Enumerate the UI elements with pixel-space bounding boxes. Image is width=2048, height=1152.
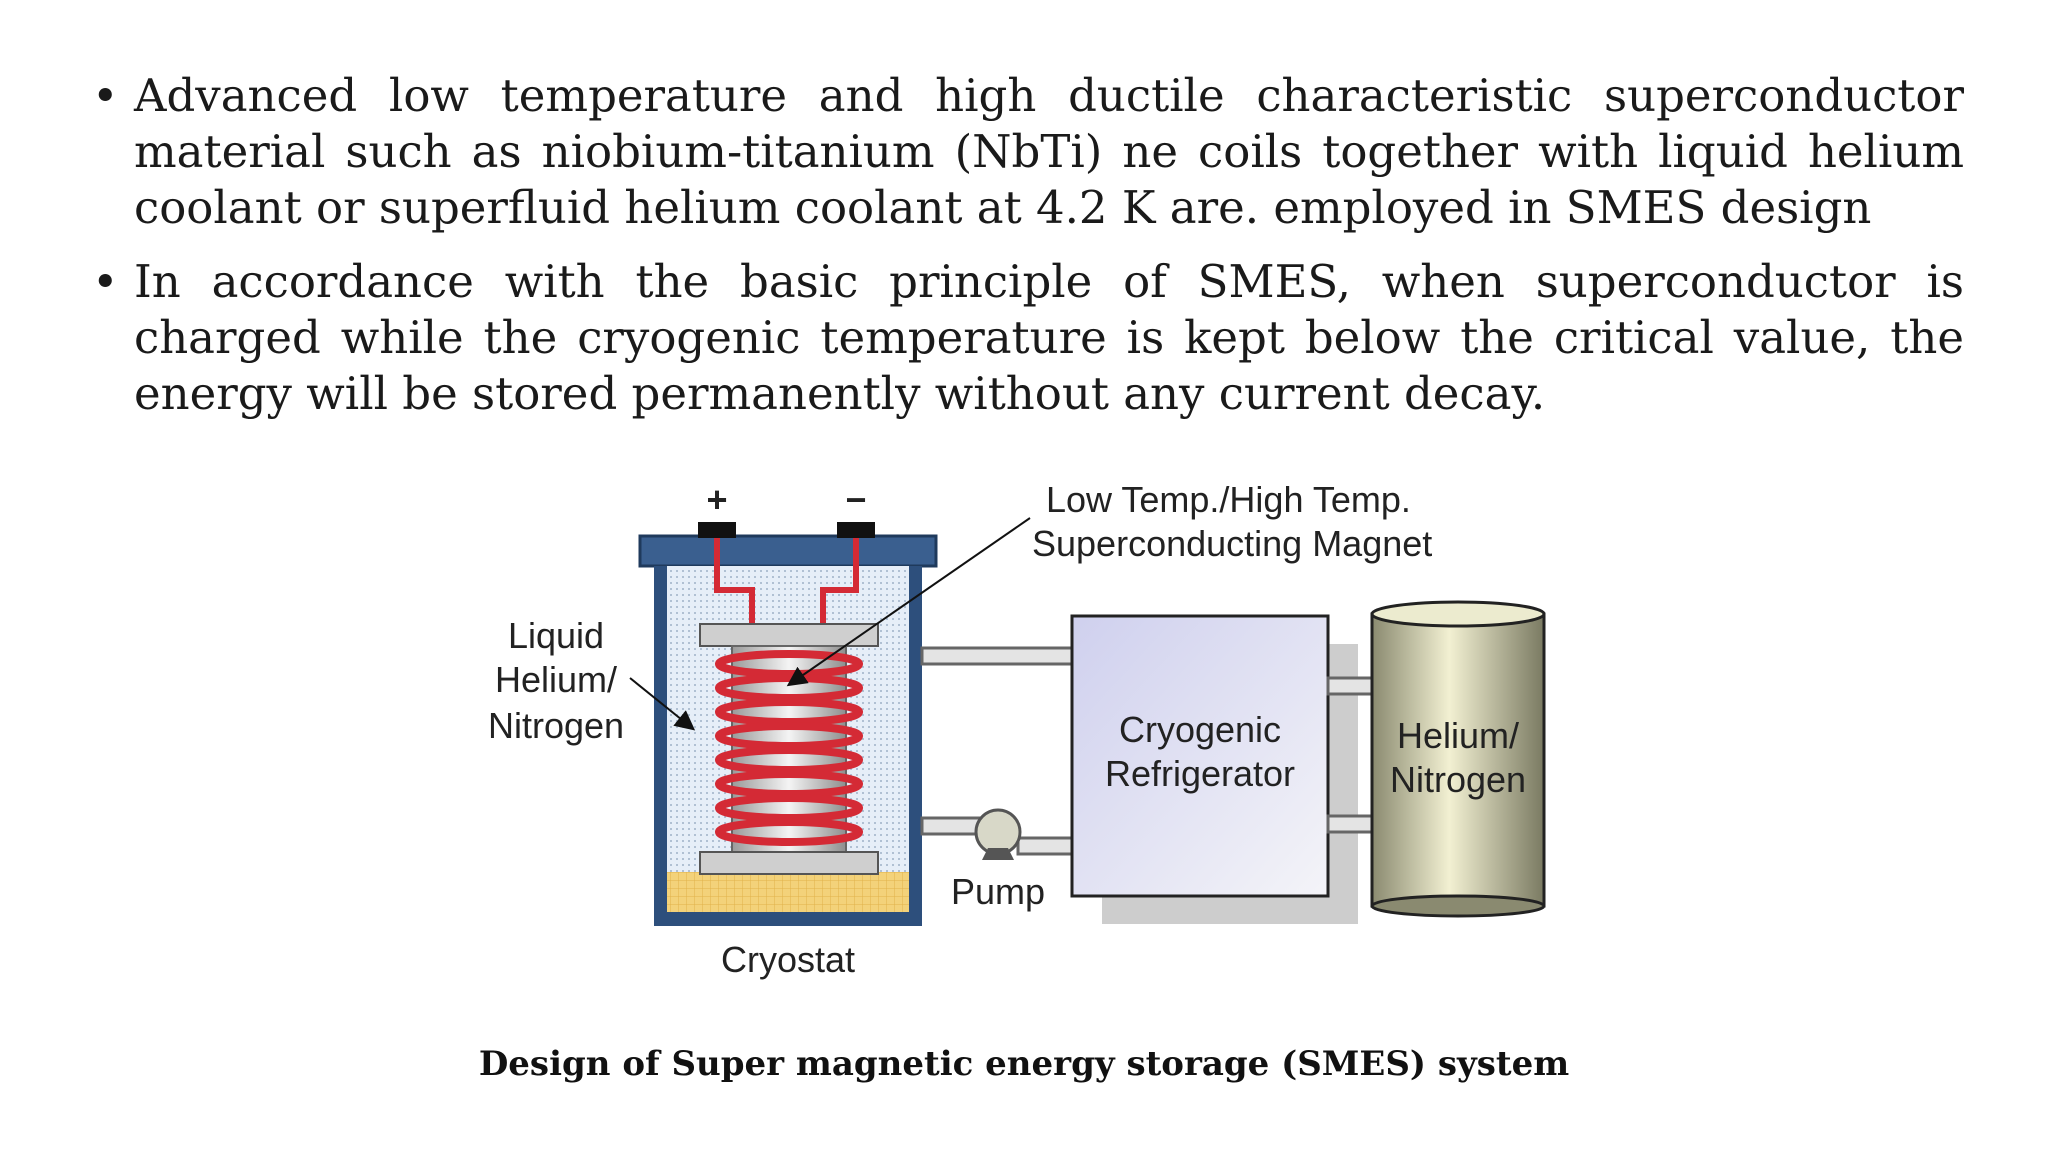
magnet-label-line2: Superconducting Magnet [1032, 523, 1432, 564]
liquid-pointer-line [629, 677, 696, 731]
cryostat-insulation [667, 872, 909, 912]
helium-tank-bottom [1370, 894, 1546, 918]
liquid-label-line2: Helium/ [495, 659, 617, 700]
magnet-label-line1: Low Temp./High Temp. [1046, 479, 1411, 520]
negative-terminal [837, 522, 875, 538]
smes-diagram: + − Pump [488, 479, 1546, 980]
tank-lower-pipe [1326, 814, 1376, 834]
refrigerator-label-line1: Cryogenic [1119, 709, 1281, 750]
positive-terminal [698, 522, 736, 538]
negative-lead [820, 538, 859, 624]
minus-sign: − [845, 479, 866, 520]
refrigerator-label-line2: Refrigerator [1105, 753, 1295, 794]
bullet-item: • In accordance with the basic principle… [92, 254, 1964, 422]
pump-base [982, 848, 1014, 860]
pump-label: Pump [951, 871, 1045, 912]
plus-sign: + [706, 479, 727, 520]
tank-upper-pipe [1326, 676, 1376, 696]
bullet-item: • Advanced low temperature and high duct… [92, 68, 1964, 236]
helium-tank-top [1370, 600, 1546, 628]
pump-body [974, 808, 1022, 856]
bullet-list: • Advanced low temperature and high duct… [92, 68, 1964, 440]
cryostat-label: Cryostat [721, 939, 855, 980]
bullet-marker: • [92, 69, 119, 122]
magnet-pointer-line [786, 517, 1031, 687]
tank-label-line1: Helium/ [1397, 715, 1519, 756]
tank-label-line2: Nitrogen [1390, 759, 1526, 800]
bullet-text: In accordance with the basic principle o… [134, 255, 1964, 420]
liquid-label-line1: Liquid [508, 615, 604, 656]
cryogenic-refrigerator [1070, 614, 1330, 898]
positive-lead [714, 538, 755, 624]
magnet-bottom-plate [699, 851, 879, 875]
bullet-marker: • [92, 255, 119, 308]
upper-pipe [920, 646, 1088, 666]
figure-caption: Design of Super magnetic energy storage … [478, 1044, 1570, 1084]
bullet-text: Advanced low temperature and high ductil… [134, 69, 1964, 234]
cryostat-lid [638, 534, 938, 568]
liquid-label-line3: Nitrogen [488, 705, 624, 746]
